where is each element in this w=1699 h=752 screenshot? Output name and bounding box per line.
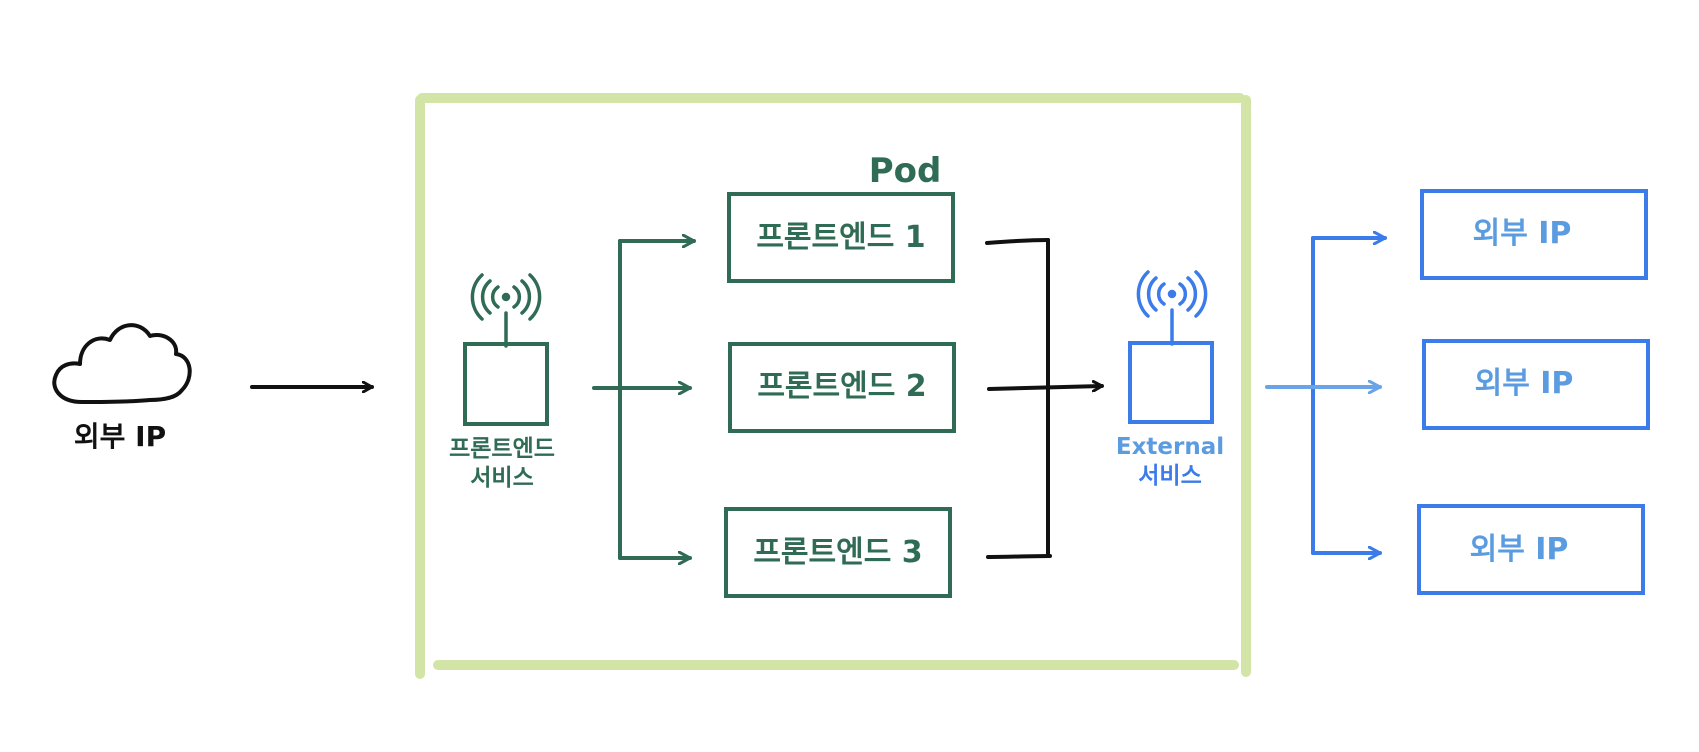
merge-connector [985,238,1052,559]
destination-2: 외부 IP [1422,339,1650,430]
external-service-label-line2: 서비스 [1138,463,1201,489]
antenna-icon [1136,270,1208,346]
external-service: External 서비스 [1116,270,1224,489]
destination-1-label: 외부 IP [1473,216,1572,251]
frontend-service-label-line2: 서비스 [470,465,533,491]
pod-2-label: 프론트엔드 2 [757,369,926,404]
cloud-icon [52,323,192,404]
arrow-to-external-service [987,386,1104,389]
pod-3: 프론트엔드 3 [724,507,952,598]
cluster-boundary [415,93,1251,679]
external-service-label-line1: External [1116,434,1224,460]
external-service-box [1128,341,1214,424]
pod-1: 프론트엔드 1 [727,192,955,283]
antenna-icon [470,273,542,348]
pod-1-label: 프론트엔드 1 [756,220,925,255]
source-node: 외부 IP [52,323,192,453]
frontend-service: 프론트엔드 서비스 [449,273,555,491]
pod-label: Pod [869,151,942,191]
destination-3-label: 외부 IP [1470,532,1569,567]
source-label: 외부 IP [74,420,166,453]
frontend-service-box [463,342,549,426]
pod-2: 프론트엔드 2 [728,342,956,433]
frontend-service-label-line1: 프론트엔드 [449,436,555,462]
destination-1: 외부 IP [1420,189,1648,280]
destination-2-label: 외부 IP [1475,366,1574,401]
destination-3: 외부 IP [1417,504,1645,595]
pod-3-label: 프론트엔드 3 [753,535,922,570]
fanout-connector [592,239,622,560]
